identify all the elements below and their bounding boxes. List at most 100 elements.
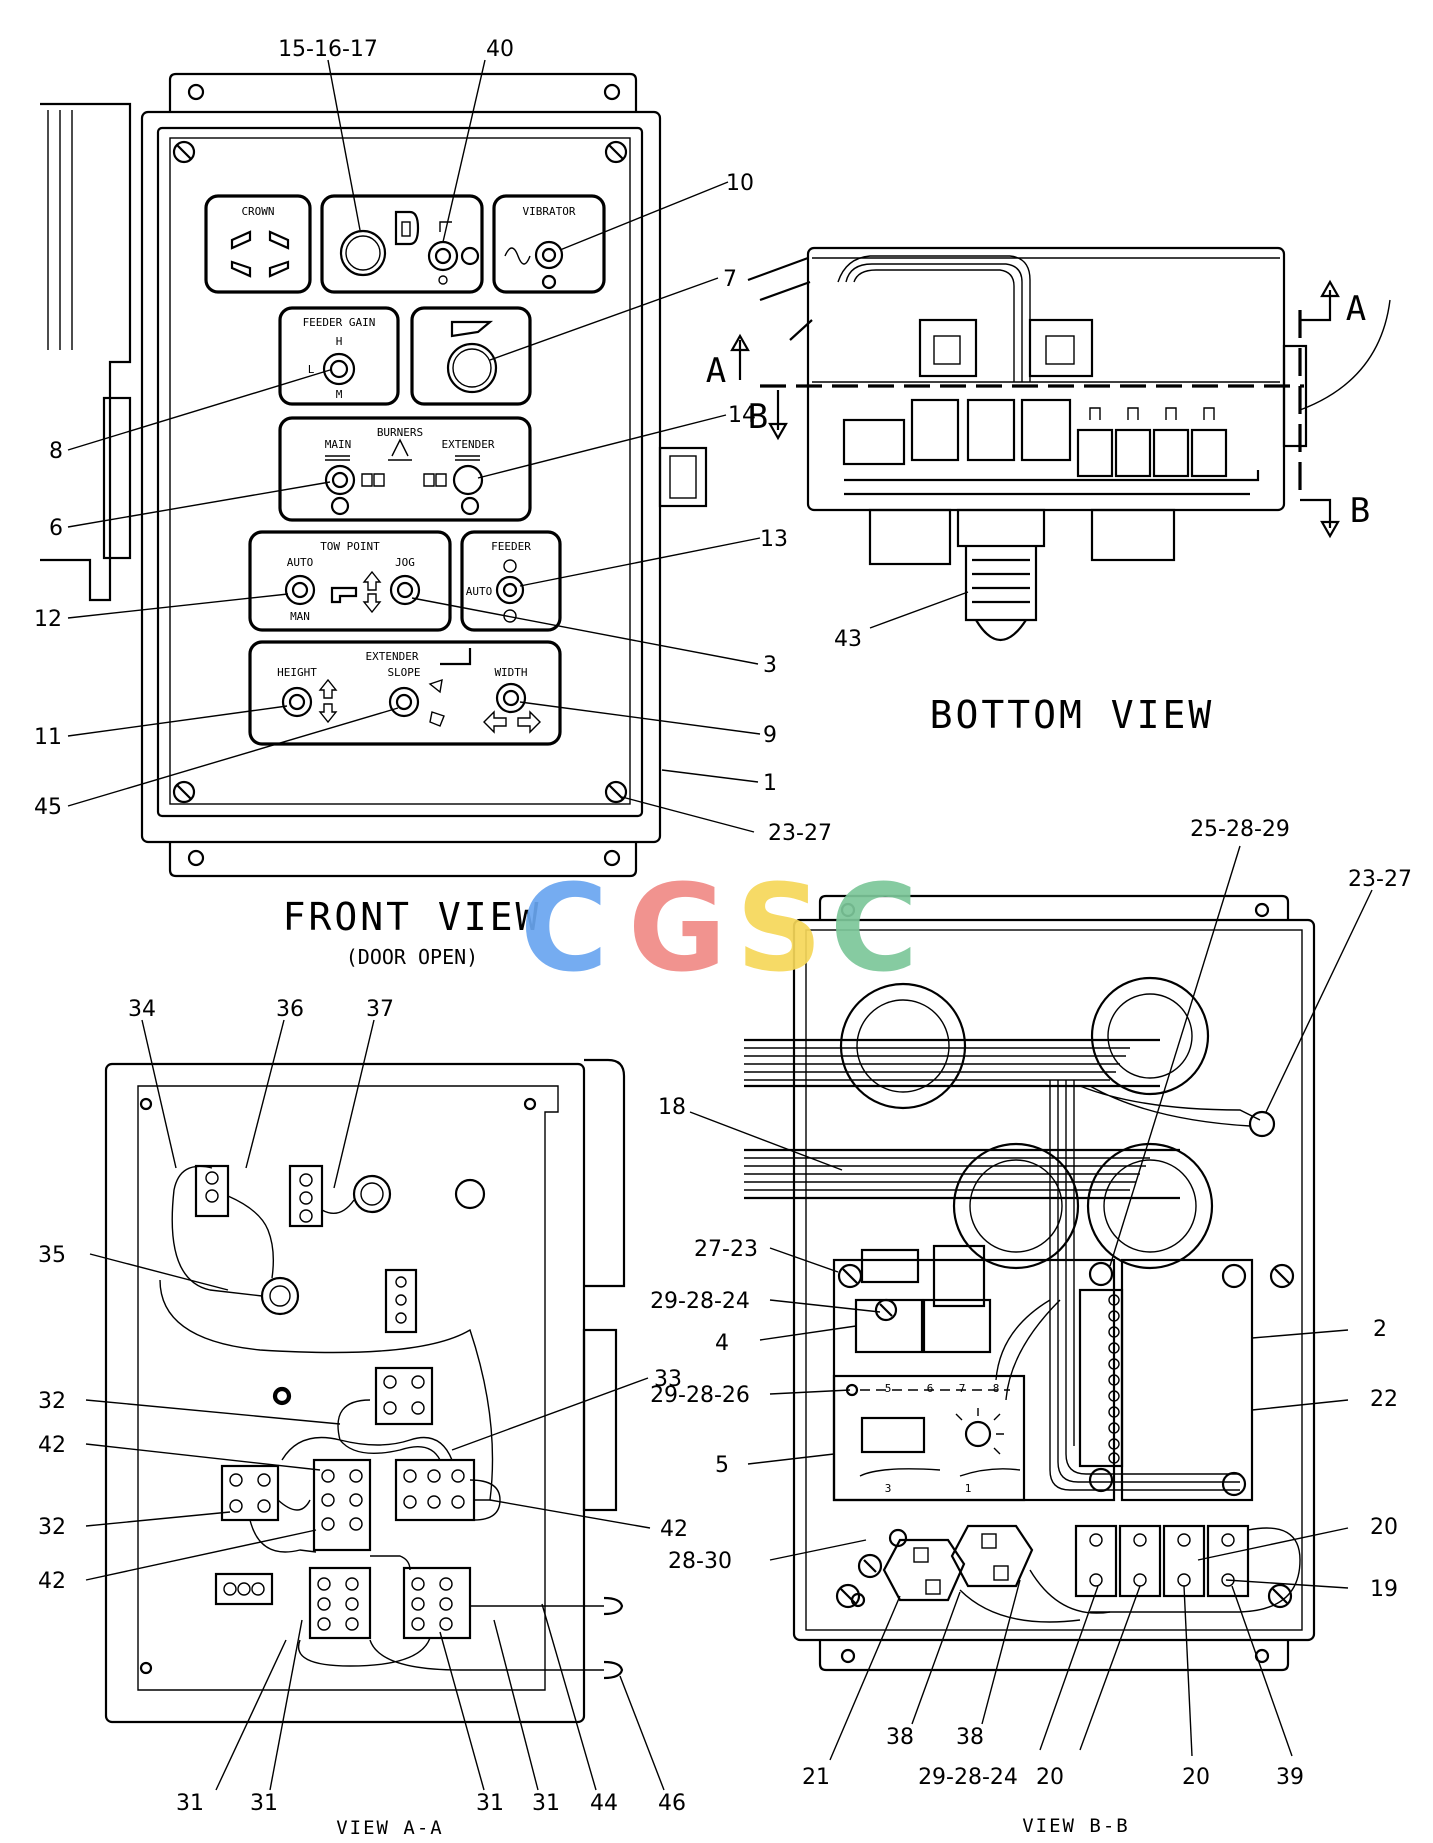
relay-4b: [922, 1298, 992, 1354]
engine-stop-icon: [394, 210, 420, 246]
gain-m-label: M: [336, 388, 343, 401]
key-switch[interactable]: [339, 229, 387, 277]
module-5: [832, 1374, 1026, 1502]
width-switch[interactable]: [495, 682, 527, 714]
callout-23-27-bb: 23-27: [1348, 867, 1412, 892]
callout-11: 11: [34, 725, 62, 750]
slope-arrows-icon: [428, 678, 445, 727]
callout-36: 36: [276, 997, 304, 1022]
vibrator-panel: [492, 194, 606, 294]
left-connector: [868, 508, 952, 566]
main-burner-switch[interactable]: [324, 464, 356, 496]
vibration-icon: [504, 247, 531, 265]
vibrator-switch[interactable]: [534, 240, 564, 270]
bb-leaders: [689, 845, 1373, 1761]
relay-label-5: 5: [885, 1382, 892, 1395]
callout-38-a: 38: [886, 1725, 914, 1750]
callout-33: 33: [654, 1367, 682, 1392]
callout-21: 21: [802, 1765, 830, 1790]
callout-42-b: 42: [660, 1517, 688, 1542]
watermark-letter-2: G: [628, 860, 727, 999]
extender-small-label: EXTENDER: [442, 438, 495, 451]
relay-label-1: 1: [965, 1482, 972, 1495]
lamp-43: [964, 546, 1038, 622]
circuit-breakers: [1074, 1524, 1301, 1613]
callout-45: 45: [34, 795, 62, 820]
callout-32-a: 32: [38, 1389, 66, 1414]
aa-terminal-blocks: [194, 1164, 476, 1640]
tow-point-auto-switch[interactable]: [284, 574, 316, 606]
front-leaders: [67, 59, 761, 833]
feeder-gain-label: FEEDER GAIN: [303, 316, 376, 329]
up-arrow-icon: [362, 570, 382, 591]
corner-screws: [172, 140, 628, 804]
callout-38-b: 38: [956, 1725, 984, 1750]
aa-box: [104, 1062, 586, 1724]
terminal-screws: [1108, 1294, 1120, 1464]
section-b-left: B: [748, 397, 768, 437]
bottom-view: A B A B 43 BOTTOM VIEW: [706, 246, 1391, 737]
relay-label-8: 8: [993, 1382, 1000, 1395]
front-view-title: FRONT VIEW: [283, 895, 542, 939]
lug-46: [603, 1660, 624, 1680]
relay-label-7: 7: [959, 1382, 966, 1395]
watermark-letter-1: C: [520, 860, 608, 999]
view-b-b: 5 6 7 8 3 1: [650, 817, 1412, 1837]
callout-7: 7: [723, 267, 737, 292]
callout-27-23: 27-23: [694, 1237, 758, 1262]
front-view: CROWN VIBRATOR FEEDER GAIN H L M BURNERS: [34, 37, 832, 969]
callout-10: 10: [726, 171, 754, 196]
horn-panel: [410, 306, 532, 406]
section-a-left: A: [706, 351, 726, 391]
callout-39: 39: [1276, 1765, 1304, 1790]
right-connector: [1090, 508, 1176, 562]
callout-40: 40: [486, 37, 514, 62]
man-label: MAN: [290, 610, 310, 623]
connectors-21: [850, 1524, 1034, 1608]
lamp-base: [956, 508, 1046, 548]
callout-8: 8: [49, 439, 63, 464]
width-label: WIDTH: [494, 666, 527, 679]
callout-34: 34: [128, 997, 156, 1022]
watermark-letter-4: C: [830, 860, 918, 999]
callout-19: 19: [1370, 1577, 1398, 1602]
tow-point-jog-switch[interactable]: [389, 574, 421, 606]
vibrator-label: VIBRATOR: [523, 205, 576, 218]
watermark: C G S C: [520, 860, 918, 999]
height-down-icon: [318, 703, 338, 724]
feeder-label: FEEDER: [491, 540, 531, 553]
height-label: HEIGHT: [277, 666, 317, 679]
callout-13: 13: [760, 527, 788, 552]
front-view-subtitle: (DOOR OPEN): [346, 945, 478, 969]
lug-44: [603, 1596, 624, 1616]
callout-32-b: 32: [38, 1515, 66, 1540]
height-switch[interactable]: [281, 686, 313, 718]
tow-point-label: TOW POINT: [320, 540, 380, 553]
slope-switch[interactable]: [388, 686, 420, 718]
callout-9: 9: [763, 723, 777, 748]
toggle-switch-40[interactable]: [427, 240, 459, 272]
plate-22: [1120, 1258, 1254, 1502]
horn-icon: [450, 320, 494, 338]
height-up-icon: [318, 678, 338, 699]
extender-burner-switch[interactable]: [452, 464, 484, 496]
callout-43: 43: [834, 627, 862, 652]
section-b-right: B: [1350, 491, 1370, 531]
crown-panel: [204, 194, 312, 294]
bb-box: [792, 918, 1316, 1642]
burners-panel: [278, 416, 532, 522]
view-a-a-title: VIEW A-A: [336, 1817, 444, 1839]
down-arrow-icon: [362, 593, 382, 614]
bb-cables: [744, 1038, 1276, 1491]
feeder-gain-panel: [278, 306, 400, 406]
slope-label: SLOPE: [387, 666, 420, 679]
section-a-arrow: [1300, 290, 1332, 322]
feeder-gain-switch[interactable]: [322, 352, 356, 386]
feeder-switch[interactable]: [495, 575, 525, 605]
callout-28-30: 28-30: [668, 1549, 732, 1574]
gain-h-label: H: [336, 335, 343, 348]
callout-31-c: 31: [476, 1791, 504, 1816]
horn-button[interactable]: [446, 342, 498, 394]
callout-44: 44: [590, 1791, 618, 1816]
